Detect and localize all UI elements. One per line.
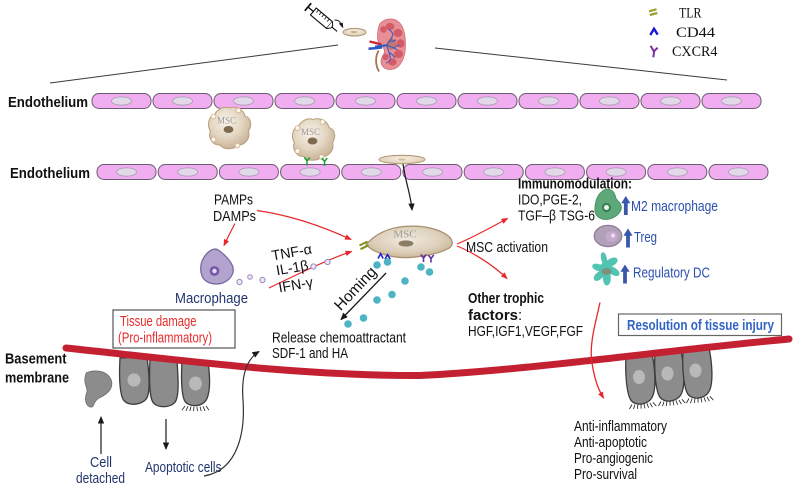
svg-text:Endothelium: Endothelium [8, 94, 88, 111]
svg-text:Homing: Homing [331, 264, 380, 314]
svg-text:IDO,PGE-2,: IDO,PGE-2, [518, 192, 582, 209]
svg-text:Basement: Basement [5, 351, 67, 368]
svg-text:Anti-inflammatory: Anti-inflammatory [574, 418, 667, 435]
svg-text:Cell: Cell [90, 454, 112, 471]
svg-text:membrane: membrane [5, 370, 69, 387]
svg-text:Endothelium: Endothelium [10, 165, 90, 182]
svg-text:TNF-α: TNF-α [270, 242, 313, 265]
svg-text:SDF-1 and HA: SDF-1 and HA [272, 345, 348, 362]
svg-text:Tissue damage: Tissue damage [120, 313, 197, 330]
svg-text:Treg: Treg [634, 229, 657, 246]
svg-text:Macrophage: Macrophage [175, 290, 248, 307]
svg-text:Release chemoattractant: Release chemoattractant [272, 330, 407, 347]
svg-text:TGF–β TSG-6: TGF–β TSG-6 [518, 208, 595, 225]
svg-text:factors:: factors: [468, 307, 522, 324]
svg-text:Regulatory DC: Regulatory DC [633, 265, 710, 282]
svg-text:TLR: TLR [679, 6, 702, 22]
svg-text:DAMPs: DAMPs [213, 208, 256, 225]
svg-text:detached: detached [76, 470, 125, 487]
svg-text:Pro-survival: Pro-survival [574, 466, 637, 483]
svg-text:M2 macrophage: M2 macrophage [631, 198, 718, 215]
svg-text:PAMPs: PAMPs [214, 192, 253, 209]
svg-text:MSC activation: MSC activation [466, 239, 548, 256]
svg-text:Immunomodulation:: Immunomodulation: [518, 176, 632, 193]
svg-text:HGF,IGF1,VEGF,FGF: HGF,IGF1,VEGF,FGF [468, 323, 583, 340]
svg-text:Resolution of tissue injury: Resolution of tissue injury [627, 318, 774, 334]
svg-text:CD44: CD44 [676, 25, 716, 41]
svg-text:IL-1β: IL-1β [275, 258, 310, 279]
svg-text:(Pro-inflammatory): (Pro-inflammatory) [118, 330, 212, 347]
svg-text:IFN-γ: IFN-γ [277, 275, 315, 297]
svg-text:Apoptotic cells: Apoptotic cells [145, 459, 222, 476]
svg-text:MSC: MSC [393, 229, 416, 241]
svg-text:Other trophic: Other trophic [468, 290, 544, 307]
svg-text:Anti-apoptotic: Anti-apoptotic [574, 434, 647, 451]
svg-text:CXCR4: CXCR4 [672, 44, 718, 60]
svg-text:Pro-angiogenic: Pro-angiogenic [574, 450, 653, 467]
